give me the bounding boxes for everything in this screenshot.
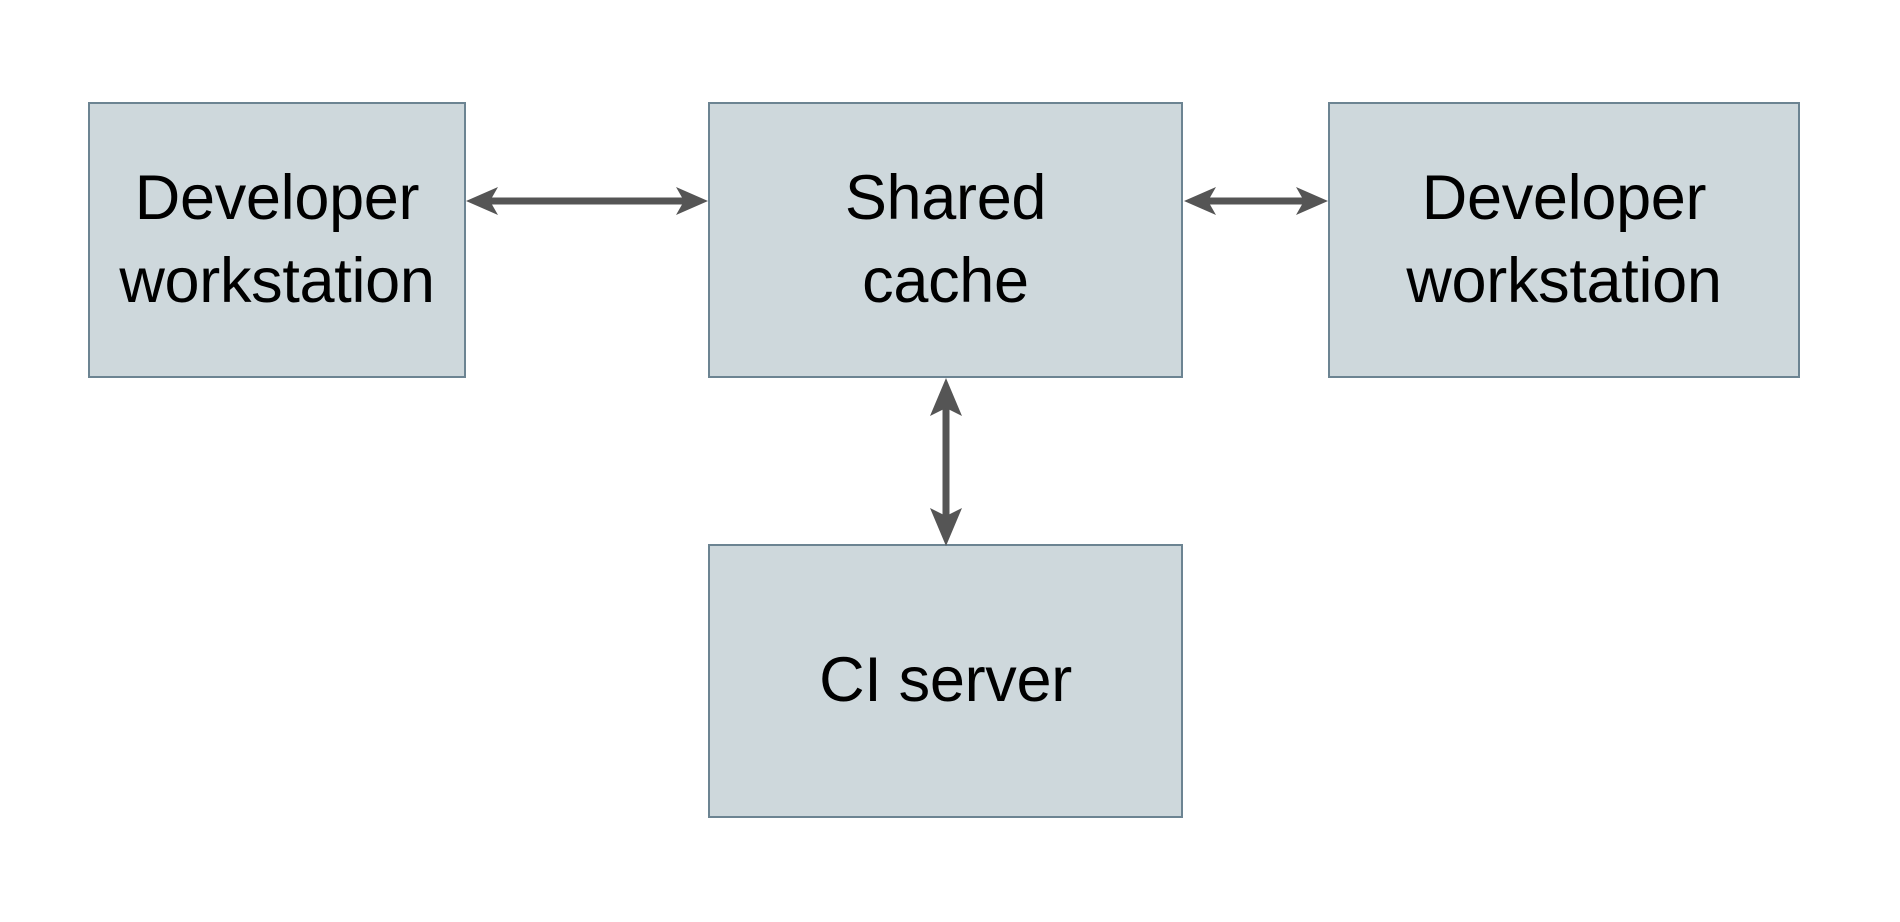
arrowhead-right-icon xyxy=(1296,187,1328,215)
arrowhead-right-icon xyxy=(676,187,708,215)
connector-dev-left-to-shared-cache[interactable] xyxy=(460,170,714,232)
node-developer-workstation-right[interactable]: Developer workstation xyxy=(1328,102,1800,378)
node-ci-server[interactable]: CI server xyxy=(708,544,1183,818)
connector-shared-cache-to-dev-right[interactable] xyxy=(1178,170,1334,232)
arrowhead-left-icon xyxy=(1184,187,1216,215)
arrowhead-up-icon xyxy=(930,378,962,416)
arrowhead-left-icon xyxy=(466,187,498,215)
node-label: Developer workstation xyxy=(1406,162,1722,316)
node-developer-workstation-left[interactable]: Developer workstation xyxy=(88,102,466,378)
node-label: Developer workstation xyxy=(119,162,435,316)
node-shared-cache[interactable]: Shared cache xyxy=(708,102,1183,378)
node-label: Shared cache xyxy=(844,162,1047,316)
arrowhead-down-icon xyxy=(930,508,962,546)
connector-shared-cache-to-ci-server[interactable] xyxy=(915,372,977,552)
node-label: CI server xyxy=(819,645,1072,716)
